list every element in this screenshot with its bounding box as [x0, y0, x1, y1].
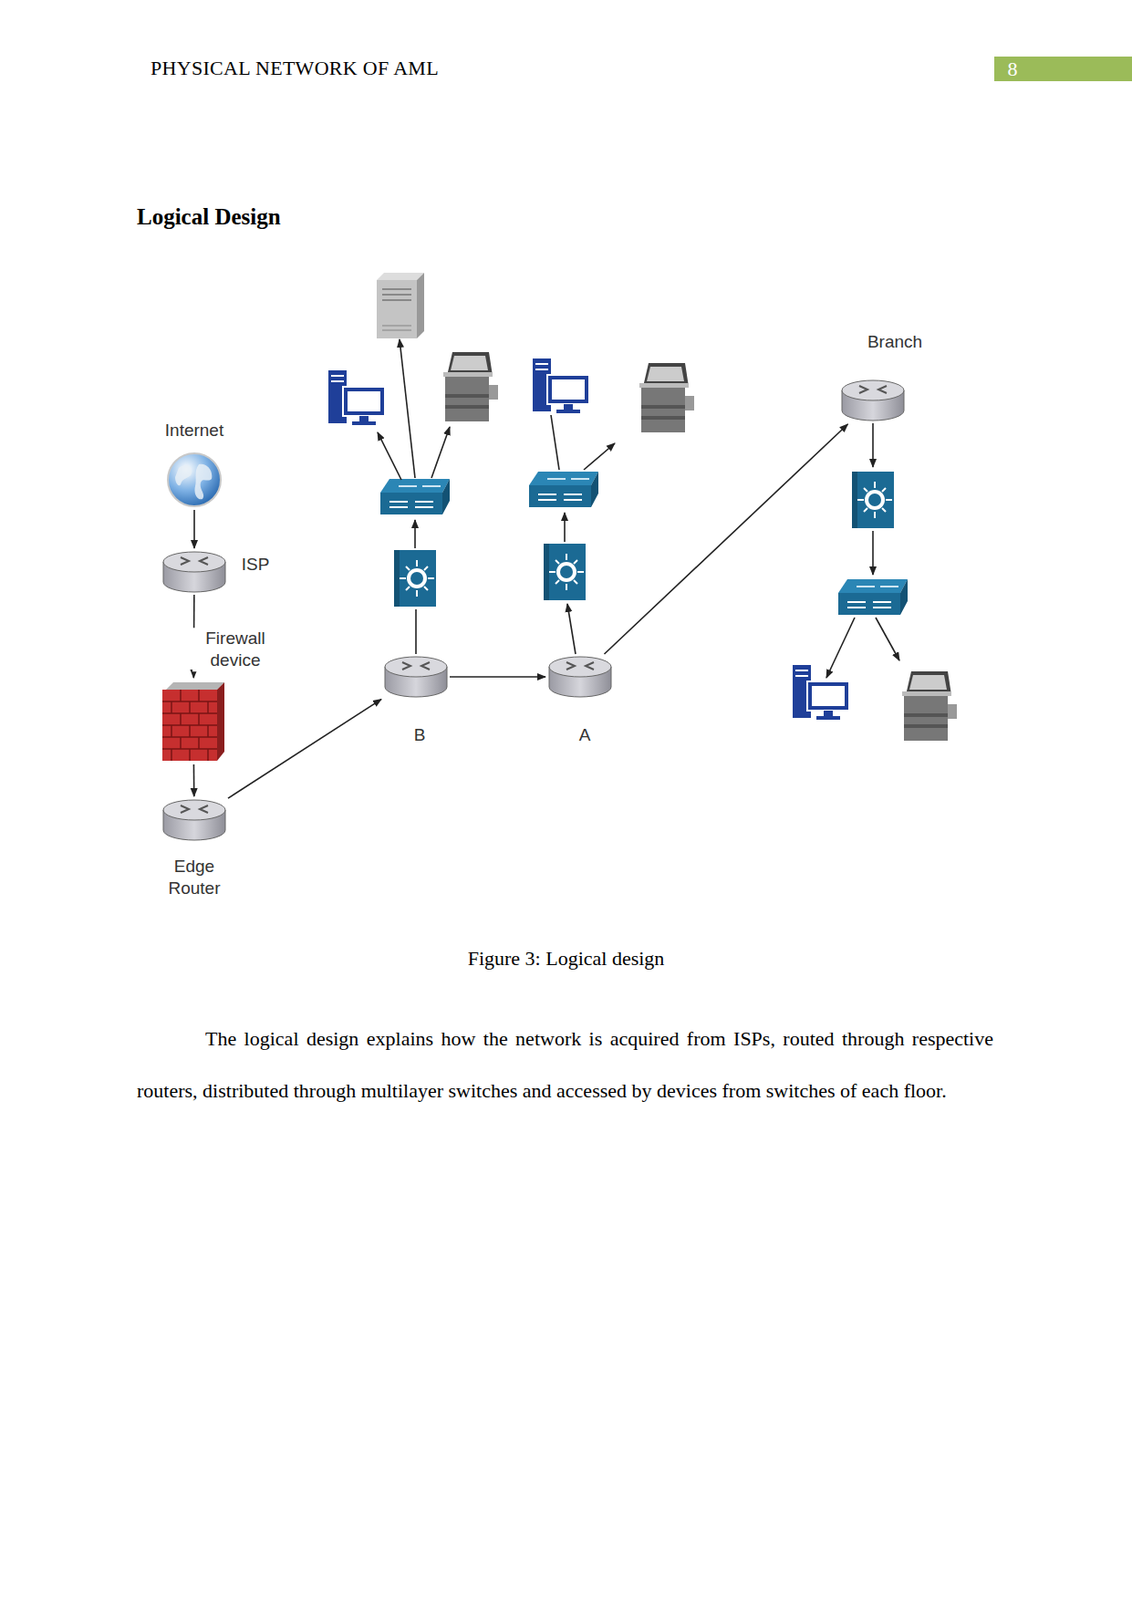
- router-b: B: [384, 655, 448, 698]
- node-label: A: [577, 724, 593, 747]
- figure-caption: Figure 3: Logical design: [0, 946, 1132, 971]
- network-link: [228, 699, 382, 800]
- body-paragraph: The logical design explains how the netw…: [136, 1012, 994, 1117]
- device-icon: [162, 799, 227, 842]
- firewall-device: Firewall device: [160, 680, 227, 763]
- internet-globe: Internet: [166, 451, 223, 509]
- node-label: Internet: [163, 419, 226, 442]
- network-link: [193, 764, 196, 797]
- device-icon: [166, 451, 223, 509]
- edge-router: Edge Router: [162, 799, 227, 842]
- node-label: B: [412, 724, 428, 747]
- device-icon: [384, 655, 448, 698]
- network-link: [603, 424, 848, 655]
- node-label: Firewall device: [192, 627, 279, 672]
- router-a: A: [548, 655, 613, 698]
- running-header: PHYSICAL NETWORK OF AML: [150, 56, 439, 81]
- device-icon: [548, 655, 613, 698]
- network-link: [193, 509, 196, 549]
- section-title: Logical Design: [136, 204, 281, 230]
- network-link: [449, 675, 546, 678]
- node-label: Branch: [865, 331, 925, 354]
- branch-router: Branch: [841, 379, 905, 422]
- node-label: ISP: [239, 553, 272, 576]
- node-label: Edge Router: [151, 855, 238, 900]
- page-number: 8: [994, 56, 1031, 82]
- isp-router: ISP: [162, 550, 227, 593]
- device-icon: [160, 680, 227, 763]
- device-icon: [162, 550, 227, 593]
- device-icon: [841, 379, 905, 422]
